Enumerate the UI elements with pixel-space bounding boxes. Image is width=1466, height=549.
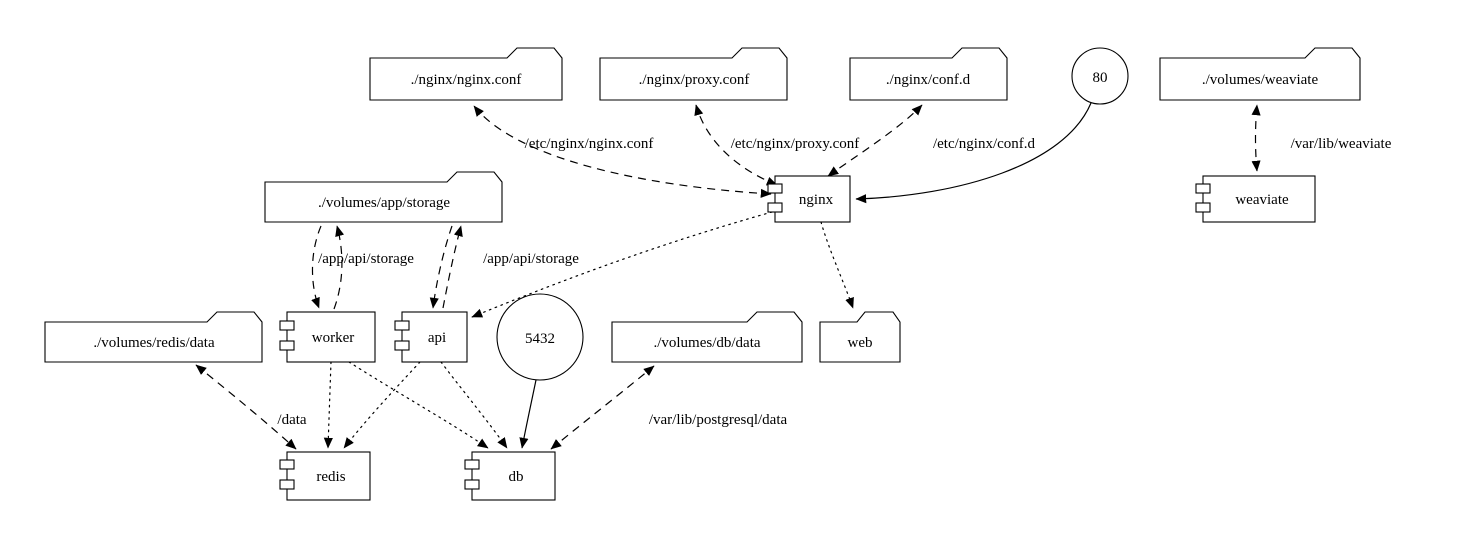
node-label: weaviate	[1235, 192, 1289, 208]
edge-label-app-api-storage-api: /app/api/storage	[483, 251, 579, 267]
nodes-layer: ./nginx/nginx.conf ./nginx/proxy.conf ./…	[44, 47, 1361, 501]
node-label: redis	[316, 469, 345, 485]
node-port-80: 80	[1071, 47, 1129, 105]
edge-storage-worker-down	[311, 225, 322, 309]
edge-api-redis	[343, 361, 421, 449]
node-api-component: api	[394, 311, 468, 363]
folder-shape	[819, 311, 901, 363]
edge-weaviate-volume	[1251, 104, 1261, 172]
node-label: ./volumes/weaviate	[1202, 72, 1319, 88]
node-label: 5432	[525, 331, 555, 347]
edge-port5432-db	[519, 379, 537, 449]
node-label: ./nginx/conf.d	[886, 72, 971, 88]
node-label: db	[509, 469, 524, 485]
component-body	[286, 311, 376, 363]
node-label: ./volumes/redis/data	[93, 335, 215, 351]
node-label: ./volumes/db/data	[653, 335, 760, 351]
node-label: ./nginx/proxy.conf	[639, 72, 750, 88]
node-label: api	[428, 330, 446, 346]
component-tab	[394, 340, 410, 351]
node-label: web	[848, 335, 873, 351]
edge-storage-api-down	[429, 225, 453, 309]
edge-label-var-lib-weaviate: /var/lib/weaviate	[1291, 136, 1392, 152]
component-tab	[279, 459, 295, 470]
edges-layer	[195, 102, 1261, 450]
component-tab	[279, 320, 295, 331]
folder-shape	[369, 47, 563, 101]
node-volumes-redis-data-folder: ./volumes/redis/data	[44, 311, 263, 363]
node-redis-component: redis	[279, 451, 371, 501]
edge-worker-db	[348, 361, 489, 449]
folder-shape	[44, 311, 263, 363]
edge-nginx-proxy-conf	[694, 104, 778, 186]
node-label: ./volumes/app/storage	[318, 195, 450, 211]
node-nginx-conf-folder: ./nginx/nginx.conf	[369, 47, 563, 101]
folder-shape	[264, 171, 503, 223]
component-tab	[767, 183, 783, 194]
node-port-5432: 5432	[496, 293, 584, 381]
component-tab	[279, 340, 295, 351]
node-label: nginx	[799, 192, 834, 208]
edge-nginx-nginx-conf	[473, 105, 772, 198]
component-tab	[279, 479, 295, 490]
component-body	[286, 451, 371, 501]
edge-label-app-api-storage-worker: /app/api/storage	[318, 251, 414, 267]
port-circle	[1071, 47, 1129, 105]
node-volumes-weaviate-folder: ./volumes/weaviate	[1159, 47, 1361, 101]
component-tab	[464, 479, 480, 490]
edge-labels-layer: /etc/nginx/nginx.conf /etc/nginx/proxy.c…	[277, 136, 1391, 428]
edge-api-storage-up	[442, 225, 463, 309]
node-weaviate-component: weaviate	[1195, 175, 1316, 223]
node-label: ./nginx/nginx.conf	[411, 72, 522, 88]
node-volumes-app-storage-folder: ./volumes/app/storage	[264, 171, 503, 223]
edge-port80-nginx	[855, 102, 1092, 204]
edge-label-etc-proxy-conf: /etc/nginx/proxy.conf	[731, 136, 860, 152]
component-tab	[767, 202, 783, 213]
edge-worker-storage-up	[333, 225, 345, 310]
edge-nginx-web	[820, 221, 854, 309]
node-nginx-component: nginx	[767, 175, 851, 223]
component-tab	[394, 320, 410, 331]
folder-shape	[1159, 47, 1361, 101]
component-body	[471, 451, 556, 501]
component-body	[1202, 175, 1316, 223]
node-proxy-conf-folder: ./nginx/proxy.conf	[599, 47, 788, 101]
edge-nginx-conf-d	[827, 104, 923, 177]
edge-label-var-lib-postgresql: /var/lib/postgresql/data	[649, 412, 788, 428]
edge-label-etc-conf-d: /etc/nginx/conf.d	[933, 136, 1036, 152]
node-label: worker	[312, 330, 354, 346]
node-conf-d-folder: ./nginx/conf.d	[849, 47, 1008, 101]
node-volumes-db-data-folder: ./volumes/db/data	[611, 311, 803, 363]
component-tab	[464, 459, 480, 470]
node-web-folder: web	[819, 311, 901, 363]
node-worker-component: worker	[279, 311, 376, 363]
component-body	[401, 311, 468, 363]
edge-redis-volume	[195, 364, 297, 450]
node-label: 80	[1093, 70, 1108, 86]
component-body	[774, 175, 851, 223]
component-tab	[1195, 202, 1211, 213]
edge-db-volume	[550, 365, 655, 450]
folder-shape	[611, 311, 803, 363]
port-circle	[496, 293, 584, 381]
node-db-component: db	[464, 451, 556, 501]
folder-shape	[849, 47, 1008, 101]
edge-label-etc-nginx-conf: /etc/nginx/nginx.conf	[525, 136, 654, 152]
edge-label-data: /data	[277, 412, 306, 428]
folder-shape	[599, 47, 788, 101]
component-tab	[1195, 183, 1211, 194]
